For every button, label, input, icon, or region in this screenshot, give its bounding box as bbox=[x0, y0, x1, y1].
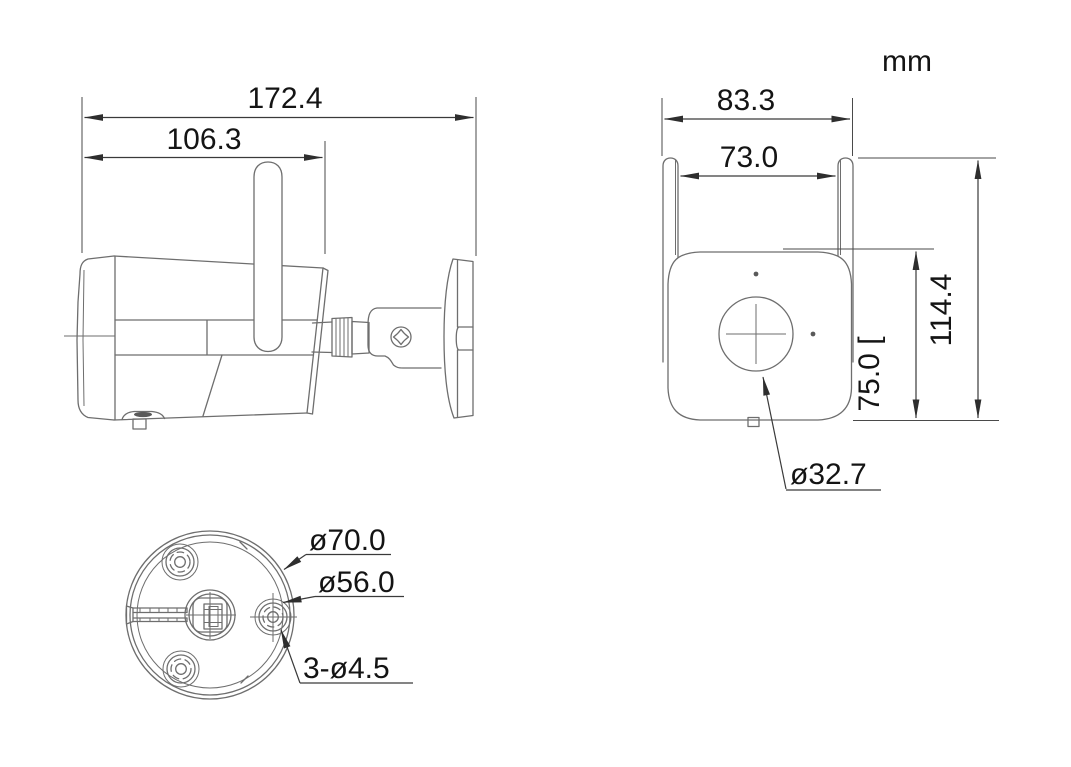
bottom-view: ø70.0 ø56.0 3-ø4.5 bbox=[125, 524, 413, 700]
front-view: 83.3 73.0 75.0 [ 114.4 ø32.7 bbox=[661, 84, 999, 491]
leader-base-diameter: ø70.0 bbox=[283, 524, 391, 570]
dimension-front-inner-width: 73.0 bbox=[680, 141, 836, 180]
dimension-front-overall-width: 83.3 bbox=[661, 84, 853, 156]
mic-dot bbox=[753, 271, 759, 277]
mount-base-side bbox=[443, 258, 474, 419]
dim-label-lens-diameter: ø32.7 bbox=[790, 458, 867, 491]
dim-label-inner-width: 73.0 bbox=[720, 141, 778, 174]
indicator-dot bbox=[810, 331, 816, 337]
screw-hole-bottom bbox=[162, 650, 200, 688]
mount-arm bbox=[367, 307, 442, 369]
leader-screw-circle-diameter: ø56.0 bbox=[282, 566, 404, 604]
bottom-tab-side bbox=[121, 410, 166, 430]
lens-circle bbox=[718, 296, 794, 372]
bottom-tab-front bbox=[747, 416, 760, 428]
camera-body-side bbox=[64, 255, 329, 421]
dim-label-screw-circle-diameter: ø56.0 bbox=[318, 566, 395, 599]
dim-label-overall-width: 83.3 bbox=[717, 84, 775, 117]
mount-base-bottom bbox=[125, 530, 297, 700]
dim-label-overall-length: 172.4 bbox=[247, 82, 322, 115]
screw-hole-right bbox=[254, 598, 292, 636]
dimension-side-overall-length: 172.4 bbox=[81, 82, 477, 256]
antenna-side bbox=[253, 161, 283, 353]
front-body bbox=[667, 251, 853, 421]
screw-icon bbox=[390, 326, 412, 348]
dimension-side-body-length: 106.3 bbox=[84, 123, 326, 254]
dim-label-base-diameter: ø70.0 bbox=[309, 524, 386, 557]
dim-label-body-height: 75.0 [ bbox=[853, 336, 886, 412]
screw-hole-top bbox=[161, 543, 199, 581]
antenna-left bbox=[662, 157, 679, 363]
dim-label-overall-height: 114.4 bbox=[925, 274, 958, 347]
cable-slot bbox=[125, 605, 188, 625]
leader-lens-diameter: ø32.7 bbox=[762, 376, 881, 491]
dimension-front-overall-height: 114.4 bbox=[858, 157, 996, 419]
dim-label-mounting-holes: 3-ø4.5 bbox=[303, 652, 390, 685]
leader-mounting-holes: 3-ø4.5 bbox=[280, 629, 413, 685]
threaded-joint bbox=[311, 316, 370, 358]
dim-label-body-length: 106.3 bbox=[166, 123, 241, 156]
side-view: 172.4 106.3 bbox=[64, 82, 477, 430]
dimension-front-body-height: 75.0 [ bbox=[783, 248, 999, 421]
unit-label: mm bbox=[882, 45, 932, 78]
centerlines bbox=[186, 592, 297, 642]
